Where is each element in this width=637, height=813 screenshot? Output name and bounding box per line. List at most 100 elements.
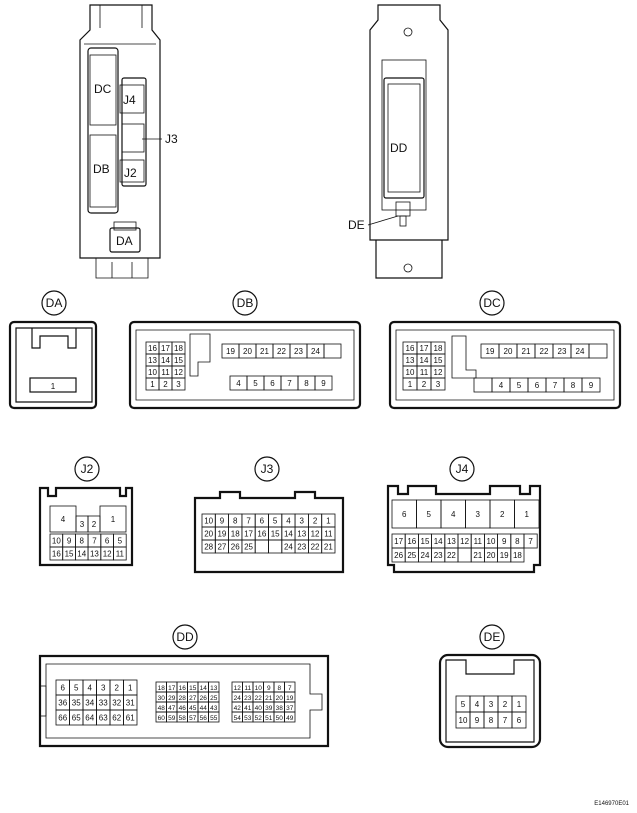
pin-da-1: 1 [51, 382, 56, 391]
pin-label: 27 [189, 695, 197, 702]
pin-label: 4 [451, 510, 456, 519]
pin-label: 4 [88, 684, 93, 693]
pin-label: 6 [402, 510, 407, 519]
pin-cell [323, 343, 342, 359]
badge-dd: DD [176, 630, 194, 644]
pin-label: 15 [271, 530, 280, 539]
pin-label: 46 [179, 705, 187, 712]
pin-label: 26 [231, 543, 240, 552]
pin-label: 20 [204, 530, 213, 539]
pin-label: 7 [287, 379, 292, 388]
pin-label: 2 [115, 684, 120, 693]
pin-label: 9 [220, 517, 225, 526]
pin-label: 9 [502, 537, 507, 546]
pin-label: 36 [58, 699, 67, 708]
pin-label: 12 [311, 530, 320, 539]
pin-label: 6 [260, 517, 265, 526]
pin-label: 3 [476, 510, 481, 519]
pin-label: 8 [515, 537, 520, 546]
badge-j3: J3 [261, 462, 274, 476]
pin-j2-4: 4 [61, 515, 66, 524]
pin-label: 19 [486, 347, 495, 356]
pin-label: 11 [324, 530, 333, 539]
pin-label: 11 [474, 537, 483, 546]
pin-label: 17 [168, 685, 176, 692]
pin-label: 52 [255, 715, 263, 722]
pin-label: 54 [234, 715, 242, 722]
pin-label: 8 [571, 381, 576, 390]
pin-label: 6 [270, 379, 275, 388]
view-label-j4: J4 [123, 93, 136, 107]
pin-label: 21 [522, 347, 531, 356]
pin-label: 6 [535, 381, 540, 390]
pin-label: 2 [313, 517, 318, 526]
pin-label: 17 [161, 344, 170, 353]
pin-label: 18 [231, 530, 240, 539]
pin-label: 65 [72, 714, 81, 723]
pin-label: 10 [204, 517, 213, 526]
pin-label: 16 [257, 530, 266, 539]
pin-label: 56 [200, 715, 208, 722]
pin-label: 31 [126, 699, 135, 708]
pin-label: 26 [200, 695, 208, 702]
pin-label: 24 [284, 543, 293, 552]
pin-label: 21 [265, 695, 273, 702]
pin-label: 2 [163, 380, 168, 389]
pin-label: 17 [420, 344, 429, 353]
pin-cell [473, 377, 493, 393]
pin-label: 3 [300, 517, 305, 526]
pin-label: 18 [513, 551, 522, 560]
pin-label: 38 [276, 705, 284, 712]
pin-label: 22 [311, 543, 320, 552]
pin-j2-3: 3 [80, 520, 85, 529]
pin-label: 5 [461, 700, 466, 709]
pin-label: 37 [286, 705, 294, 712]
pin-label: 7 [553, 381, 558, 390]
pin-label: 49 [286, 715, 294, 722]
pin-label: 19 [500, 551, 509, 560]
pin-label: 34 [85, 699, 94, 708]
pin-label: 18 [434, 344, 443, 353]
pin-cell [514, 499, 540, 529]
pin-label: 20 [243, 347, 252, 356]
pin-label: 3 [436, 380, 441, 389]
pin-label: 24 [576, 347, 585, 356]
pin-label: 18 [158, 685, 166, 692]
pin-label: 14 [161, 356, 170, 365]
pin-label: 10 [52, 537, 61, 546]
pin-label: 14 [77, 550, 86, 559]
pin-label: 51 [265, 715, 273, 722]
pin-label: 20 [276, 695, 284, 702]
pin-label: 48 [158, 705, 166, 712]
pin-label: 6 [61, 684, 66, 693]
pin-label: 17 [244, 530, 253, 539]
pin-label: 14 [284, 530, 293, 539]
pin-cell [284, 711, 296, 723]
connector-da: DA 1 [8, 290, 98, 410]
pin-label: 1 [128, 684, 133, 693]
pin-label: 23 [244, 695, 252, 702]
badge-da: DA [46, 296, 63, 310]
pin-label: 10 [148, 368, 157, 377]
pin-label: 13 [447, 537, 456, 546]
pin-cell [171, 377, 186, 391]
pin-label: 7 [92, 537, 97, 546]
pin-label: 2 [500, 510, 505, 519]
pin-label: 3 [176, 380, 181, 389]
pin-label: 4 [286, 517, 291, 526]
pin-label: 5 [253, 379, 258, 388]
pin-label: 23 [434, 551, 443, 560]
pin-label: 11 [161, 368, 170, 377]
pin-label: 17 [394, 537, 403, 546]
pin-label: 21 [473, 551, 482, 560]
